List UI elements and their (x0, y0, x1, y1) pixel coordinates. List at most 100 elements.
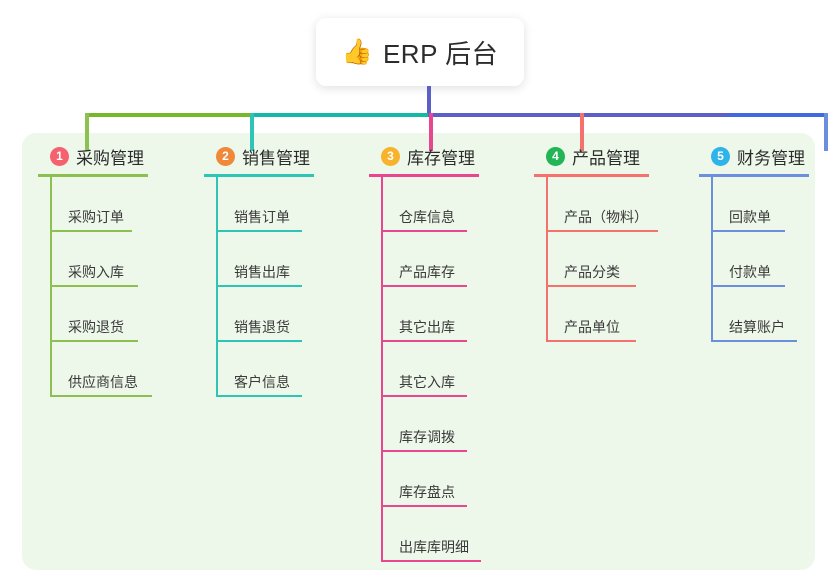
branch-column-4: 4 产品管理产品（物料） 产品分类产品单位 (534, 143, 704, 342)
branch-title: 产品管理 (572, 148, 640, 168)
branch-item[interactable]: 库存盘点 (381, 452, 529, 507)
branch-item-label: 仓库信息 (399, 209, 455, 225)
branch-item[interactable]: 供应商信息 (50, 342, 188, 397)
branch-item-rule (381, 285, 467, 287)
branch-item-label: 回款单 (729, 209, 771, 225)
branch-item-label: 采购退货 (68, 319, 124, 335)
branch-drop-3 (429, 113, 433, 151)
branch-item-label: 产品库存 (399, 264, 455, 280)
branch-item[interactable]: 产品分类 (546, 232, 704, 287)
branch-item-rule (381, 560, 481, 562)
branch-header-4[interactable]: 4 产品管理 (534, 143, 704, 169)
branch-column-5: 5 财务管理回款单付款单结算账户 (699, 143, 839, 342)
branch-item[interactable]: 销售出库 (216, 232, 354, 287)
branch-item-label: 结算账户 (729, 319, 785, 335)
branch-drop-5 (824, 113, 828, 151)
branch-spine (50, 177, 52, 397)
branch-number-badge: 3 (381, 146, 400, 166)
branch-item-label: 出库库明细 (399, 539, 469, 555)
branch-item-rule (381, 450, 467, 452)
branch-item-label: 产品分类 (564, 264, 620, 280)
branch-item-label: 付款单 (729, 264, 771, 280)
branch-item[interactable]: 销售订单 (216, 177, 354, 232)
bus-segment-royal (729, 113, 826, 117)
branch-item-label: 销售订单 (234, 209, 290, 225)
branch-item[interactable]: 采购退货 (50, 287, 188, 342)
branch-item[interactable]: 客户信息 (216, 342, 354, 397)
branch-header-rule (204, 174, 314, 177)
branch-item-rule (546, 340, 636, 342)
branch-item-rule (381, 505, 467, 507)
branch-item[interactable]: 销售退货 (216, 287, 354, 342)
branch-item[interactable]: 产品（物料） (546, 177, 704, 232)
branch-header-rule (699, 174, 809, 177)
branch-title: 财务管理 (737, 148, 805, 168)
branch-number-badge: 5 (711, 146, 730, 166)
branch-item-rule (381, 230, 467, 232)
branch-spine (216, 177, 218, 397)
branches-background-panel (22, 133, 815, 570)
branch-item-rule (381, 395, 467, 397)
branch-item-rule (50, 230, 132, 232)
thumbs-up-icon: 👍 (341, 37, 373, 66)
branch-drop-2 (250, 113, 254, 151)
branch-item-rule (711, 230, 785, 232)
branch-column-1: 1 采购管理采购订单采购入库采购退货供应商信息 (38, 143, 188, 397)
branch-spine (546, 177, 548, 342)
branch-item-list: 销售订单销售出库销售退货客户信息 (204, 177, 354, 397)
branch-item-label: 客户信息 (234, 374, 290, 390)
root-node[interactable]: 👍 ERP 后台 (316, 18, 524, 86)
branch-title: 库存管理 (407, 148, 475, 168)
bus-segment-blue (428, 113, 730, 117)
branch-item-label: 产品（物料） (564, 209, 648, 225)
branch-header-3[interactable]: 3 库存管理 (369, 143, 529, 169)
branch-drop-4 (580, 113, 584, 151)
branch-column-3: 3 库存管理仓库信息产品库存其它出库其它入库库存调拨库存盘点出库库明细 (369, 143, 529, 562)
branch-item[interactable]: 采购入库 (50, 232, 188, 287)
branch-item-label: 其它出库 (399, 319, 455, 335)
branch-item-label: 销售出库 (234, 264, 290, 280)
branch-header-rule (534, 174, 649, 177)
branch-item-rule (216, 340, 302, 342)
branch-item[interactable]: 仓库信息 (381, 177, 529, 232)
branch-header-rule (369, 174, 479, 177)
branch-item-label: 其它入库 (399, 374, 455, 390)
branch-item[interactable]: 采购订单 (50, 177, 188, 232)
branch-header-1[interactable]: 1 采购管理 (38, 143, 188, 169)
branch-header-5[interactable]: 5 财务管理 (699, 143, 839, 169)
branch-item[interactable]: 结算账户 (711, 287, 839, 342)
branch-item-rule (50, 340, 138, 342)
branch-item[interactable]: 产品库存 (381, 232, 529, 287)
branch-item[interactable]: 付款单 (711, 232, 839, 287)
branch-item[interactable]: 回款单 (711, 177, 839, 232)
branch-item-label: 供应商信息 (68, 374, 138, 390)
branch-drop-1 (85, 113, 89, 151)
branch-item-list: 产品（物料） 产品分类产品单位 (534, 177, 704, 342)
branch-title: 采购管理 (76, 148, 144, 168)
branch-item[interactable]: 产品单位 (546, 287, 704, 342)
branch-item[interactable]: 库存调拨 (381, 397, 529, 452)
branch-number-badge: 1 (50, 146, 69, 166)
branch-item[interactable]: 出库库明细 (381, 507, 529, 562)
branch-item-list: 采购订单采购入库采购退货供应商信息 (38, 177, 188, 397)
branch-item-label: 库存盘点 (399, 484, 455, 500)
branch-item-rule (711, 340, 797, 342)
branch-item-rule (381, 340, 467, 342)
branch-item-label: 采购入库 (68, 264, 124, 280)
bus-segment-green (85, 113, 251, 117)
branch-number-badge: 4 (546, 146, 565, 166)
branch-spine (381, 177, 383, 562)
branch-item-label: 库存调拨 (399, 429, 455, 445)
root-node-label: ERP 后台 (382, 38, 499, 69)
branch-item[interactable]: 其它入库 (381, 342, 529, 397)
branch-item-list: 回款单付款单结算账户 (699, 177, 839, 342)
branch-item-label: 产品单位 (564, 319, 620, 335)
branch-item-rule (216, 230, 302, 232)
branch-item-rule (50, 395, 152, 397)
root-connector-stem (427, 86, 431, 115)
branch-spine (711, 177, 713, 342)
branch-item[interactable]: 其它出库 (381, 287, 529, 342)
